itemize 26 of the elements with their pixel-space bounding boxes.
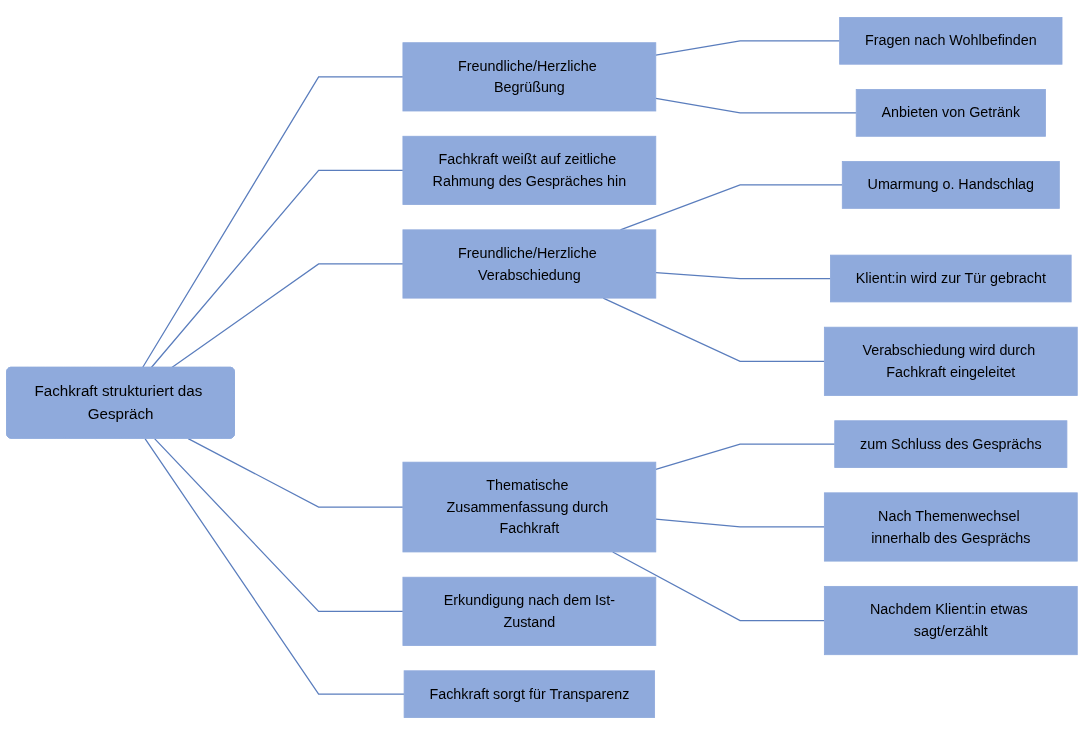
node-box: Klient:in wird zur Tür gebracht (830, 254, 1072, 303)
connector (187, 437, 404, 508)
node-box: Anbieten von Getränk (855, 89, 1046, 137)
connector (144, 437, 405, 695)
connector (153, 437, 404, 612)
node-box: Thematische Zusammenfassung durch Fachkraft (402, 461, 657, 553)
node-box: Fachkraft weißt auf zeitliche Rahmung des Gespräches hin (402, 135, 657, 205)
connector (170, 263, 404, 369)
node-box: Fachkraft sorgt für Transparenz (403, 670, 655, 718)
connector (150, 169, 404, 369)
node-box: Nach Themenwechsel innerhalb des Gesprächs (823, 492, 1078, 562)
node-box: Umarmung o. Handschlag (841, 161, 1060, 209)
connector (655, 97, 857, 114)
node-box: Verabschiedung wird durch Fachkraft eingeleitet (823, 326, 1078, 396)
connector (141, 76, 404, 369)
node-box: Freundliche/Herzliche Begrüßung (402, 42, 657, 112)
connector (655, 272, 832, 280)
node-box: Erkundigung nach dem Ist-Zustand (402, 576, 657, 646)
connector (612, 551, 825, 622)
node-box: Nachdem Klient:in etwas sagt/erzählt (823, 586, 1078, 656)
connector (655, 40, 841, 56)
connector (655, 518, 825, 528)
node-box: Fragen nach Wohlbefinden (839, 17, 1063, 65)
connector (655, 443, 836, 470)
node-box: zum Schluss des Gesprächs (834, 420, 1068, 468)
node-box: Freundliche/Herzliche Verabschiedung (402, 229, 657, 299)
